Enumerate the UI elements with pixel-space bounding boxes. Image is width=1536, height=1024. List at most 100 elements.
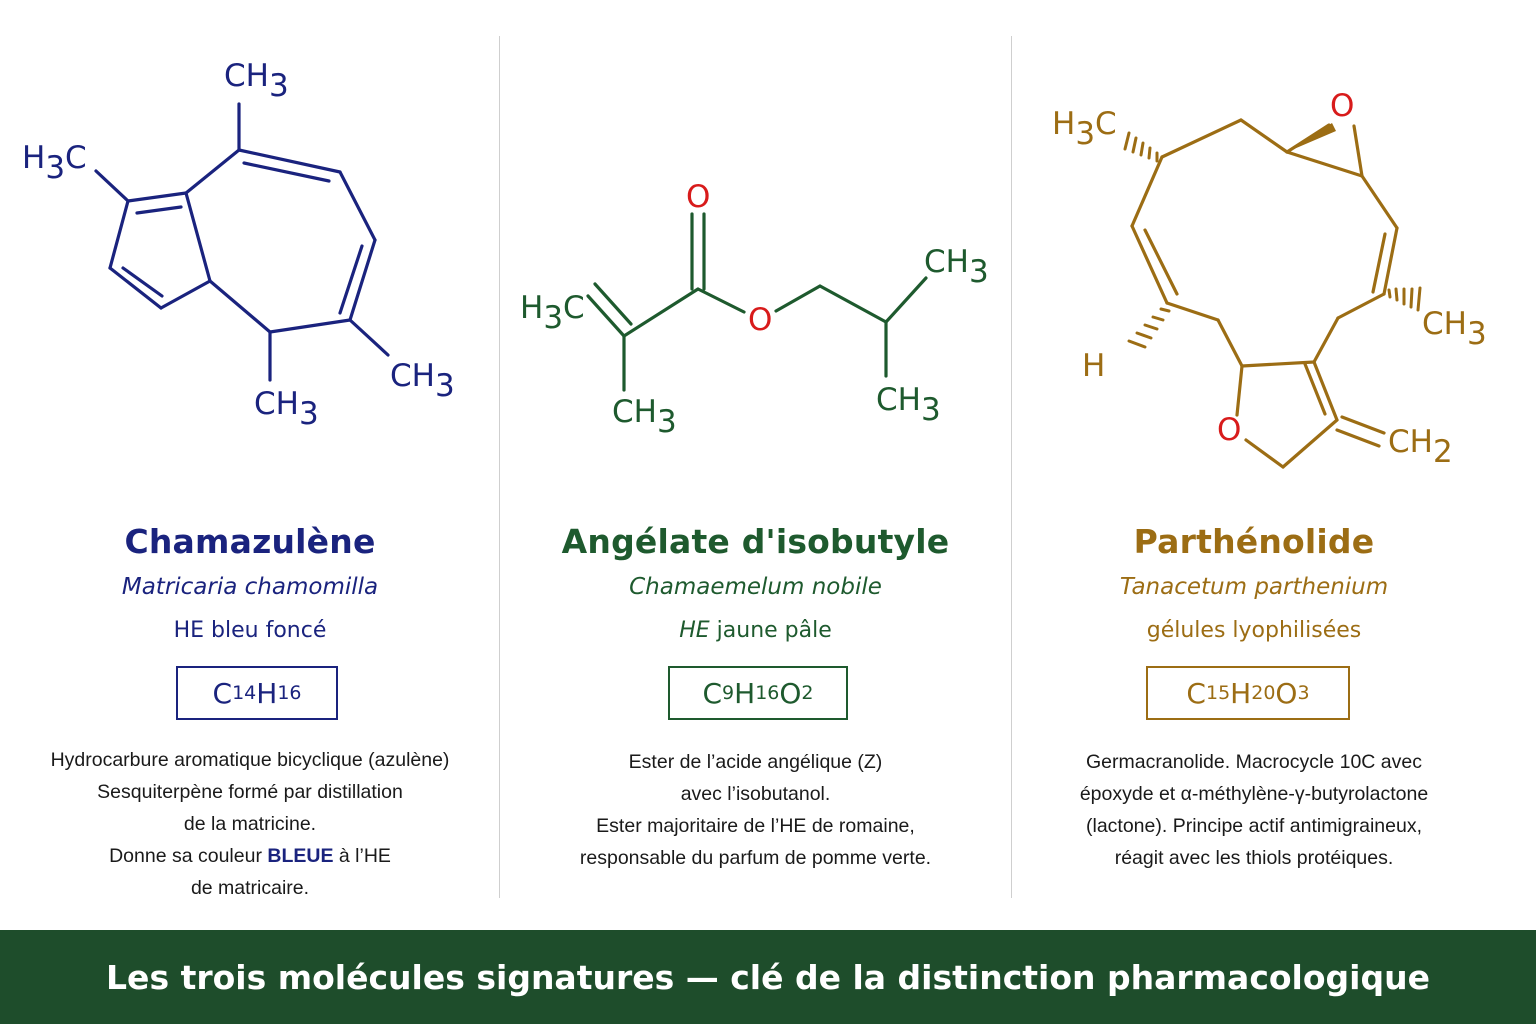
formula-subscript: 16 [755,682,780,704]
formula-element: H [1230,676,1252,710]
molecule-description: Ester de l’acide angélique (Z) avec l’is… [500,746,1011,874]
formula-element: C [212,676,233,710]
description-text: Donne sa couleur [109,845,268,867]
description-line: de la matricine. [183,813,317,835]
description-line: Donne sa couleur BLEUE à l’HE [0,840,500,872]
oxygen-atom: O [748,302,772,338]
svg-text:H3C: H3C [22,140,87,186]
atom-label: H [1082,348,1105,384]
atom-label-subscript: 3 [543,300,563,336]
formula-subscript: 9 [722,682,735,704]
product-type-italic: HE [679,618,710,643]
atom-label: H [1052,106,1075,142]
formula-element: O [779,676,802,710]
description-line: de matricaire. [190,877,310,899]
formula-subscript: 15 [1205,682,1231,704]
description-line: avec l’isobutanol. [680,783,831,805]
panel-isobutyl-angelate: O O H3C CH3 CH3 CH3 Angélate d'isobutyle… [500,0,1011,930]
atom-label: CH [612,394,657,430]
description-text: à l’HE [333,845,391,867]
description-line: Ester de l’acide angélique (Z) [628,751,883,773]
molecule-name: Angélate d'isobutyle [561,522,950,561]
svg-text:CH2: CH2 [1388,424,1453,470]
description-line: Ester majoritaire de l’HE de romaine, [596,815,915,837]
atom-label: CH [876,382,921,418]
species-name: Matricaria chamomilla [121,574,379,600]
panel-parthenolide: O O H3C CH3 H CH2 Parthénolide Tanacetum… [1012,0,1536,930]
color-highlight: BLEUE [267,845,334,867]
atom-label-subscript: 3 [969,254,989,290]
oxygen-atom: O [686,179,710,215]
chamazulene-structure: CH3 H3C CH3 CH3 [22,58,455,432]
svg-text:H3C: H3C [1052,106,1117,152]
species-name: Chamaemelum nobile [629,574,882,600]
formula-subscript: 2 [801,682,814,704]
atom-label-subscript: 2 [1433,434,1453,470]
svg-text:CH3: CH3 [876,382,941,428]
parthenolide-structure: O O H3C CH3 H CH2 [1052,88,1487,470]
molecule-name: Chamazulène [124,522,376,561]
formula-element: O [1275,676,1298,710]
svg-text:CH3: CH3 [924,244,989,290]
svg-text:CH3: CH3 [224,58,289,104]
description-line: époxyde et α-méthylène-γ-butyrolactone [1079,783,1429,805]
svg-text:CH3: CH3 [1422,306,1487,352]
column-separator-2 [1011,36,1012,898]
formula-subscript: 3 [1297,682,1310,704]
atom-label: C [563,290,585,326]
atom-label: CH [1422,306,1467,342]
atom-label: C [65,140,87,176]
footer-banner: Les trois molécules signatures — clé de … [0,930,1536,1024]
formula-subscript: 14 [232,682,257,704]
atom-label: CH [1388,424,1433,460]
atom-label-subscript: 3 [45,150,65,186]
formula-element: C [702,676,723,710]
oxygen-atom: O [1330,88,1354,124]
species-name: Tanacetum parthenium [1119,574,1389,600]
atom-label: CH [390,358,435,394]
description-line: réagit avec les thiols protéiques. [1114,847,1394,869]
description-line: Hydrocarbure aromatique bicyclique (azul… [50,749,450,771]
product-type: gélules lyophilisées [1146,618,1362,643]
column-separator-1 [499,36,500,898]
atom-label-subscript: 3 [1075,116,1095,152]
atom-label: CH [224,58,269,94]
product-type: HE bleu foncé [173,618,327,643]
atom-label-subscript: 3 [657,404,677,440]
oxygen-atom: O [1217,412,1241,448]
isobutyl-angelate-structure: O O H3C CH3 CH3 CH3 [520,179,989,440]
description-line: (lactone). Principe actif antimigraineux… [1086,815,1422,837]
formula-subscript: 16 [277,682,302,704]
molecule-name: Parthénolide [1133,522,1375,561]
molecule-description: Germacranolide. Macrocycle 10C avec épox… [992,746,1516,874]
formula-element: H [734,676,756,710]
panel-chamazulene: CH3 H3C CH3 CH3 Chamazulène Matricaria c… [0,0,500,930]
atom-label-subscript: 3 [1467,316,1487,352]
atom-label: CH [924,244,969,280]
svg-text:CH3: CH3 [254,386,319,432]
formula-element: H [256,676,278,710]
atom-label-subscript: 3 [435,368,455,404]
atom-label-subscript: 3 [299,396,319,432]
footer-caption: Les trois molécules signatures — clé de … [106,957,1430,997]
molecule-description: Hydrocarbure aromatique bicyclique (azul… [0,744,500,904]
product-type-text: jaune pâle [709,618,832,643]
description-line: responsable du parfum de pomme verte. [579,847,932,869]
svg-text:H3C: H3C [520,290,585,336]
product-type: HE jaune pâle [500,618,1011,643]
atom-label: H [520,290,543,326]
description-line: Germacranolide. Macrocycle 10C avec [1086,751,1422,773]
atom-label: C [1095,106,1117,142]
description-line: Sesquiterpène formé par distillation [97,781,403,803]
formula-subscript: 20 [1251,682,1276,704]
atom-label-subscript: 3 [921,392,941,428]
atom-label: H [22,140,45,176]
formula-element: C [1186,676,1206,710]
atom-label: CH [254,386,299,422]
svg-text:CH3: CH3 [612,394,677,440]
atom-label-subscript: 3 [269,68,289,104]
svg-text:CH3: CH3 [390,358,455,404]
